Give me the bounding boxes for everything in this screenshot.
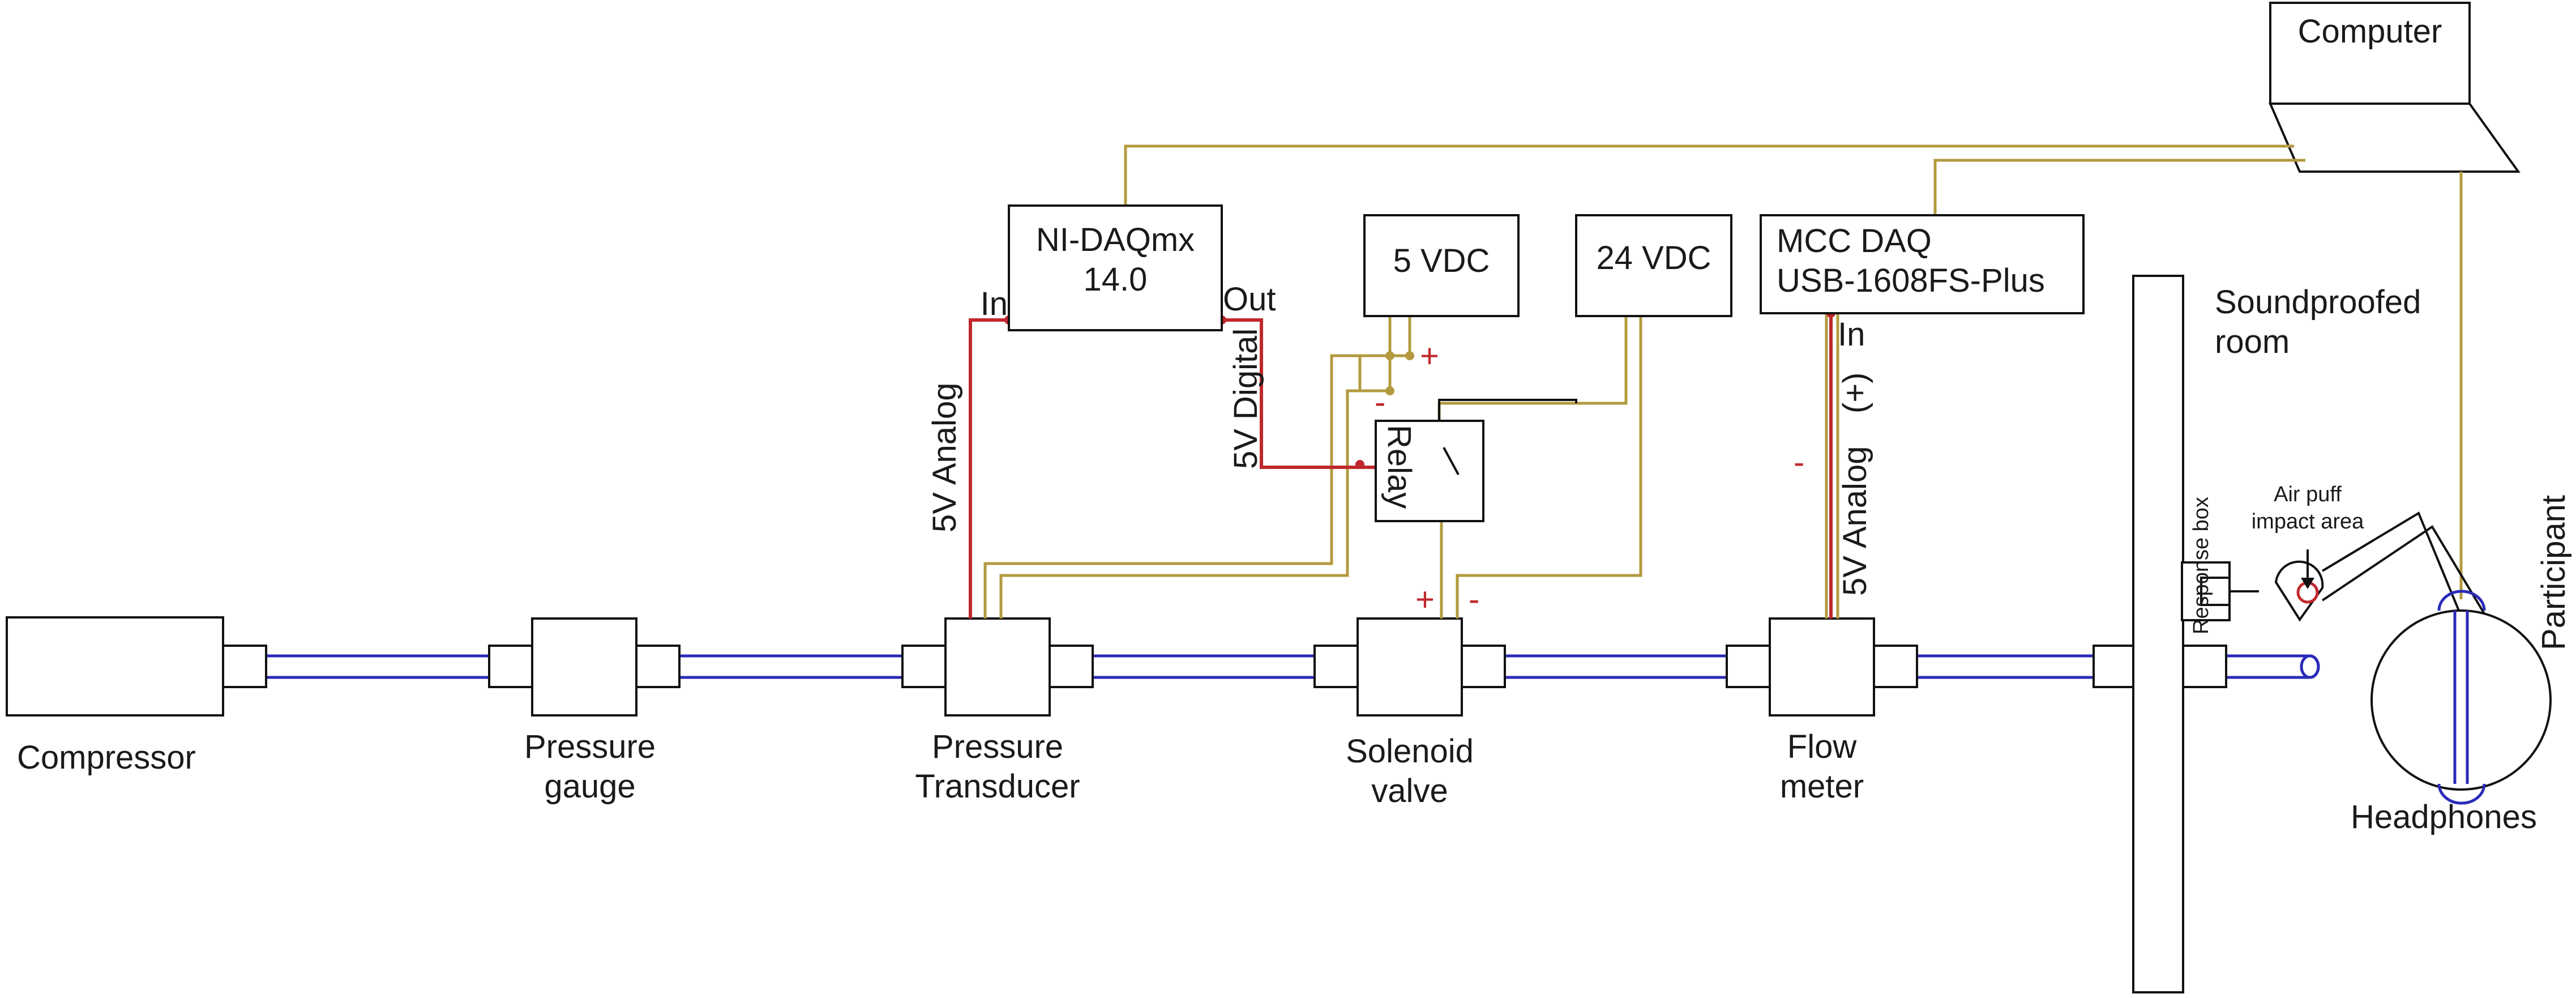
- soundproofed-room-label-1: Soundproofed: [2215, 284, 2421, 321]
- supply-24vdc-label: 24 VDC: [1596, 240, 1711, 276]
- ni-daq-label-2: 14.0: [1084, 261, 1148, 298]
- pressure-gauge-label-1: Pressure: [524, 728, 656, 765]
- digital-5v-label: 5V Digital: [1227, 329, 1264, 469]
- solenoid-plus-mark: +: [1415, 581, 1435, 618]
- supply-24vdc[interactable]: 24 VDC: [1575, 214, 1732, 317]
- mcc-daq-label-2: USB-1608FS-Plus: [1777, 262, 2045, 299]
- participant: Participant: [2321, 495, 2572, 791]
- computer[interactable]: Computer: [2268, 2, 2521, 173]
- pressure-gauge-label-2: gauge: [544, 768, 635, 805]
- solenoid-valve[interactable]: Solenoid valve: [1313, 617, 1506, 809]
- relay-minus-mark: -: [1375, 384, 1385, 421]
- mcc-daq-in-label: In: [1838, 316, 1865, 353]
- flow-meter-label-2: meter: [1780, 768, 1864, 805]
- relay-plus-mark: +: [1420, 338, 1439, 374]
- flow-minus-mark: -: [1794, 444, 1804, 481]
- response-box[interactable]: Response box: [2181, 497, 2259, 634]
- headphones[interactable]: Headphones: [2351, 590, 2537, 835]
- compressor[interactable]: Compressor: [6, 616, 267, 776]
- air-puff-nozzle: Air puff impact area: [2252, 483, 2364, 622]
- pressure-gauge[interactable]: Pressure gauge: [488, 617, 681, 805]
- headphones-label: Headphones: [2351, 799, 2537, 835]
- soundproof-wall: Soundproofed room: [2093, 275, 2421, 993]
- response-box-label: Response box: [2189, 497, 2213, 634]
- compressor-label: Compressor: [17, 739, 196, 776]
- pressure-transducer-label-1: Pressure: [932, 728, 1063, 765]
- mcc-daq[interactable]: MCC DAQ USB-1608FS-Plus In: [1760, 214, 2085, 353]
- ni-daq-out-label: Out: [1223, 281, 1276, 318]
- air-puff-label-2: impact area: [2252, 510, 2364, 534]
- flow-meter[interactable]: Flow meter: [1726, 617, 1918, 805]
- mcc-analog-label: 5V Analog: [1837, 446, 1873, 596]
- usb-wires: [1124, 144, 2463, 599]
- solenoid-minus-mark: -: [1469, 581, 1479, 618]
- computer-label: Computer: [2298, 13, 2442, 50]
- mcc-daq-label-1: MCC DAQ: [1777, 223, 1932, 259]
- solenoid-valve-label-2: valve: [1371, 773, 1448, 809]
- relay-label: Relay: [1381, 425, 1418, 509]
- ni-daq[interactable]: NI-DAQmx 14.0 In Out: [981, 204, 1276, 331]
- supply-5vdc[interactable]: 5 VDC: [1363, 214, 1520, 317]
- supply-5vdc-label: 5 VDC: [1393, 242, 1490, 279]
- soundproofed-room-label-2: room: [2215, 323, 2290, 360]
- ni-daq-in-label: In: [981, 285, 1008, 322]
- pressure-transducer-label-2: Transducer: [915, 768, 1080, 805]
- solenoid-valve-label-1: Solenoid: [1346, 733, 1474, 770]
- pressure-transducer[interactable]: Pressure Transducer: [901, 617, 1094, 805]
- ni-daq-label-1: NI-DAQmx: [1036, 221, 1195, 258]
- plus-paren-label: (+): [1837, 373, 1873, 414]
- relay[interactable]: Relay: [1375, 399, 1577, 522]
- air-puff-label-1: Air puff: [2274, 483, 2342, 506]
- flow-meter-label-1: Flow: [1787, 728, 1858, 765]
- analog-5v-label: 5V Analog: [926, 383, 963, 532]
- participant-label: Participant: [2535, 495, 2572, 650]
